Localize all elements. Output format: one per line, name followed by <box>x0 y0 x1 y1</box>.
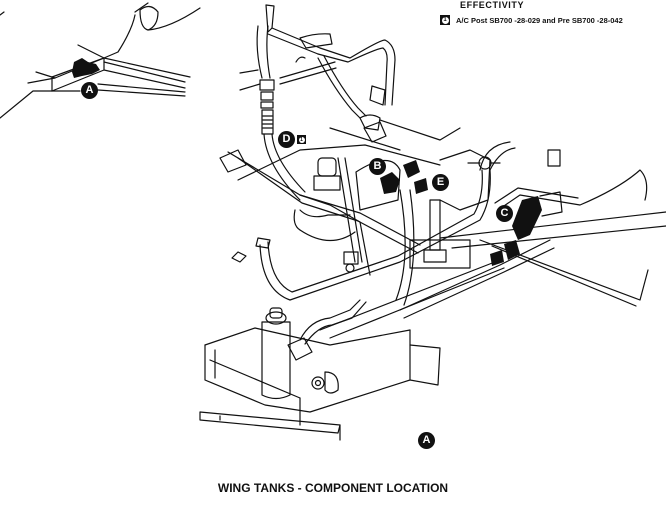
locator-inset-drawing <box>0 2 201 119</box>
fittings <box>231 121 387 273</box>
callout-c: C <box>496 205 513 222</box>
callout-d-effectivity-badge-icon: 1 <box>297 135 306 144</box>
effectivity-title: EFFECTIVITY <box>460 0 525 10</box>
effectivity-badge-icon: 1 <box>440 15 450 25</box>
outboard-rail <box>319 149 666 339</box>
callout-e: E <box>432 174 449 191</box>
sump-box <box>199 299 441 441</box>
valve-c-body <box>490 196 542 266</box>
standpipe-coupling <box>259 79 306 201</box>
vent-line-assembly <box>239 4 396 131</box>
callout-d: D <box>278 131 295 148</box>
callout-a-inset: A <box>81 82 98 99</box>
effectivity-text: A/C Post SB700 -28-029 and Pre SB700 -28… <box>456 15 623 25</box>
transfer-tube-network <box>219 141 516 306</box>
callout-a-detail: A <box>418 432 435 449</box>
effectivity-item: 1 A/C Post SB700 -28-029 and Pre SB700 -… <box>440 15 623 25</box>
drain-valve-inset-icon <box>72 58 100 78</box>
figure-caption: WING TANKS - COMPONENT LOCATION <box>217 481 449 495</box>
callout-b: B <box>369 158 386 175</box>
central-valve-housing <box>293 119 491 269</box>
